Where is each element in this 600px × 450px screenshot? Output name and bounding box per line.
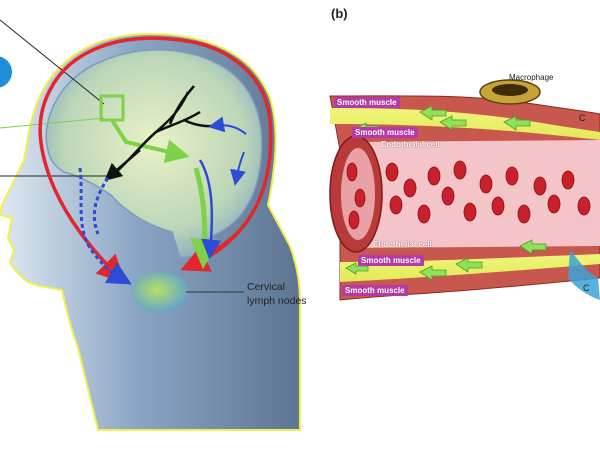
head-panel: [0, 19, 301, 431]
flow-arrows-bottom: [345, 239, 547, 281]
vessel-panel: [329, 79, 600, 301]
rbc: [561, 170, 575, 190]
rbc: [547, 194, 561, 214]
lymph-label-line2: lymph nodes: [247, 295, 307, 307]
rbc: [427, 166, 441, 186]
flow-arrow: [519, 239, 547, 255]
flow-arrow: [503, 115, 531, 131]
rbc: [479, 174, 493, 194]
rbc: [441, 186, 455, 206]
rbc: [389, 195, 403, 215]
blue-pathway-upper: [208, 116, 247, 135]
rbc: [417, 204, 431, 224]
green-pathway: [110, 118, 190, 163]
label-smooth-muscle-top-2: Smooth muscle: [352, 127, 418, 138]
label-smooth-muscle-top-1: Smooth muscle: [334, 97, 400, 108]
rbc: [491, 196, 505, 216]
black-vessel-tree: [110, 85, 223, 176]
macrophage-label: Macrophage: [509, 73, 554, 82]
rbc: [354, 188, 366, 208]
pointer-line-1: [0, 19, 105, 105]
red-blood-cells: [346, 160, 591, 230]
blue-pathway-dotted: [78, 167, 132, 285]
rbc: [533, 176, 547, 196]
flow-arrow: [419, 105, 447, 121]
flow-arrow: [419, 265, 447, 281]
rbc: [577, 196, 591, 216]
pointer-line-2: [0, 117, 105, 129]
flow-arrow: [439, 115, 467, 131]
rbc: [385, 162, 399, 182]
rbc: [453, 160, 467, 180]
rbc: [403, 178, 417, 198]
right-edge-fragment-2: C: [583, 283, 590, 293]
macrophage-nucleus: [492, 84, 528, 96]
flow-arrow: [345, 262, 369, 275]
right-edge-fragment-1: C: [579, 113, 586, 123]
rbc: [463, 202, 477, 222]
flow-arrow: [455, 257, 483, 273]
blue-pathway-main: [198, 159, 222, 260]
blue-pathway-dotted-2: [92, 177, 110, 235]
label-smooth-muscle-bottom-2: Smooth muscle: [342, 285, 408, 296]
label-smooth-muscle-bottom-1: Smooth muscle: [358, 255, 424, 266]
lymph-vessel-fragment: [568, 250, 600, 300]
red-pathway-outer: [38, 36, 273, 284]
accent-circle: [0, 56, 12, 88]
panel-b-label: (b): [331, 6, 348, 21]
rbc: [348, 210, 360, 230]
rbc: [505, 166, 519, 186]
rbc: [346, 162, 358, 182]
rbc: [517, 204, 531, 224]
blue-pathway-mid: [230, 151, 246, 186]
label-endothelial-bottom: Endothelial cell: [373, 240, 432, 249]
vessel-lumen: [356, 140, 600, 248]
lymph-node-label: Cervical lymph nodes: [247, 280, 307, 308]
cervical-lymph-node: [132, 272, 188, 312]
label-endothelial-top: Endothelial cell: [381, 140, 440, 149]
lymph-label-line1: Cervical: [247, 281, 285, 293]
